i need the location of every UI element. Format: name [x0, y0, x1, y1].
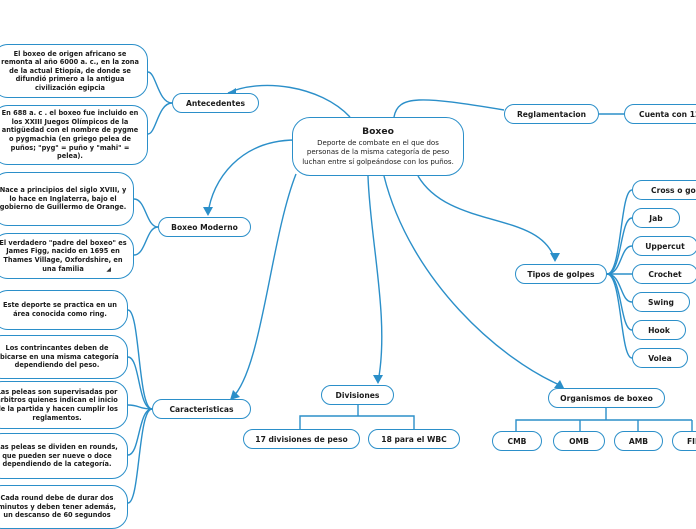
caracteristicas-node[interactable]: Caracteristicas [152, 399, 251, 419]
tipos-node[interactable]: Tipos de golpes [515, 264, 607, 284]
tipos-label: Tipos de golpes [527, 269, 595, 279]
boxeo-moderno-item-1[interactable]: Nace a principios del siglo XVIII, y lo … [0, 172, 134, 226]
organismos-label: Organismos de boxeo [560, 393, 653, 403]
boxeo-moderno-node[interactable]: Boxeo Moderno [158, 217, 251, 237]
reglamentacion-node[interactable]: Reglamentacion [504, 104, 599, 124]
tipo-swing[interactable]: Swing [632, 292, 690, 312]
boxeo-moderno-label: Boxeo Moderno [171, 222, 238, 232]
divisiones-label: Divisiones [335, 390, 380, 400]
organismo-amb[interactable]: AMB [614, 431, 663, 451]
antecedentes-node[interactable]: Antecedentes [172, 93, 259, 113]
organismos-node[interactable]: Organismos de boxeo [548, 388, 665, 408]
caracteristicas-item-3[interactable]: Las peleas son supervisadas por árbitros… [0, 381, 128, 429]
expand-indicator-icon[interactable]: ◢ [106, 266, 111, 274]
divisiones-item-1[interactable]: 17 divisiones de peso [243, 429, 360, 449]
central-description: Deporte de combate en el que dos persona… [302, 138, 454, 166]
tipo-cross[interactable]: Cross o golpe [632, 180, 696, 200]
boxeo-moderno-item-2[interactable]: El verdadero "padre del boxeo" es James … [0, 233, 134, 279]
tipo-uppercut[interactable]: Uppercut [632, 236, 696, 256]
organismo-omb[interactable]: OMB [553, 431, 605, 451]
tipo-hook[interactable]: Hook [632, 320, 686, 340]
caracteristicas-item-2[interactable]: Los contrincantes deben de ubicarse en u… [0, 335, 128, 379]
caracteristicas-item-4[interactable]: Las peleas se dividen en rounds, que pue… [0, 433, 128, 479]
caracteristicas-item-5[interactable]: Cada round debe de durar dos minutos y d… [0, 485, 128, 529]
divisiones-item-2[interactable]: 18 para el WBC [368, 429, 460, 449]
reglamentacion-label: Reglamentacion [516, 109, 587, 119]
caracteristicas-label: Caracteristicas [169, 404, 234, 414]
tipo-crochet[interactable]: Crochet [632, 264, 696, 284]
caracteristicas-item-1[interactable]: Este deporte se practica en un área cono… [0, 290, 128, 330]
central-topic[interactable]: Boxeo Deporte de combate en el que dos p… [292, 117, 464, 176]
organismo-fib[interactable]: FIB [672, 431, 696, 451]
organismo-cmb[interactable]: CMB [492, 431, 542, 451]
antecedentes-item-1[interactable]: El boxeo de origen africano se remonta a… [0, 44, 148, 98]
antecedentes-item-2[interactable]: En 688 a. c . el boxeo fue incluido en l… [0, 105, 148, 165]
divisiones-node[interactable]: Divisiones [321, 385, 394, 405]
antecedentes-label: Antecedentes [185, 98, 245, 108]
tipo-volea[interactable]: Volea [632, 348, 688, 368]
central-title: Boxeo [362, 125, 394, 137]
tipo-jab[interactable]: Jab [632, 208, 680, 228]
reglamentacion-item-1[interactable]: Cuenta con 12 [624, 104, 696, 124]
